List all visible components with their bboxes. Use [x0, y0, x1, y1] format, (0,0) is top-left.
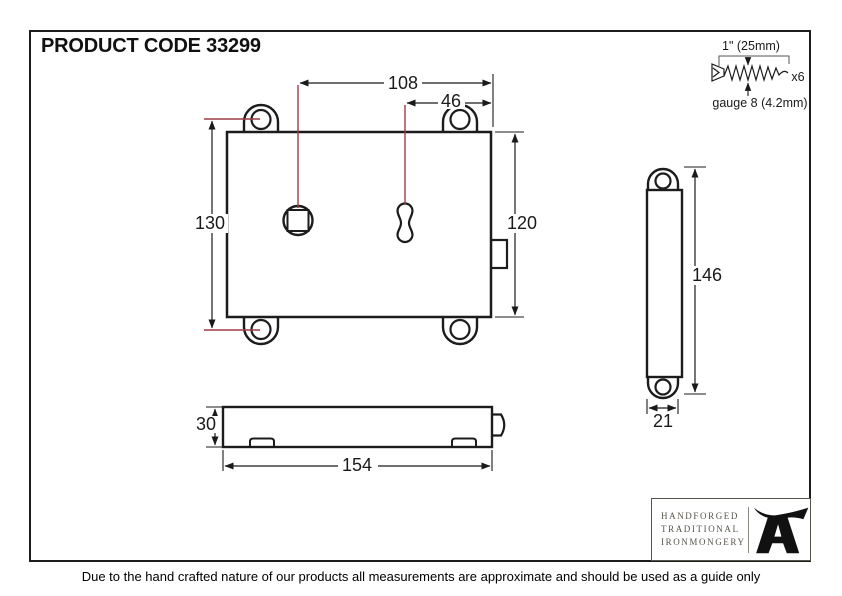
side-lug-hole-bottom: [654, 378, 672, 396]
brand-logo-text: HANDFORGED TRADITIONAL IRONMONGERY: [652, 511, 746, 548]
measurement-disclaimer: Due to the hand crafted nature of our pr…: [81, 569, 761, 584]
brand-line-2: TRADITIONAL: [661, 524, 740, 534]
bottom-view: [221, 405, 506, 449]
dim-label-46: 46: [441, 91, 461, 111]
screw-length-bracket: [718, 55, 790, 66]
front-dimension-labels: 108 46 130 120: [192, 73, 541, 233]
screw-quantity-label: x6: [791, 70, 804, 84]
screw-gauge-label: gauge 8 (4.2mm): [712, 96, 807, 110]
dim-label-120: 120: [507, 213, 537, 233]
product-code-title: PRODUCT CODE 33299: [41, 35, 261, 57]
lug-hole-top-right: [449, 108, 471, 131]
red-extension-lines: [204, 85, 406, 331]
brand-line-1: HANDFORGED: [661, 511, 740, 521]
bottom-tab-left: [249, 437, 275, 446]
keyhole: [396, 202, 414, 244]
anvil-logo-wrap: [752, 504, 810, 556]
dim-label-30: 30: [196, 414, 216, 434]
brand-logo-box: HANDFORGED TRADITIONAL IRONMONGERY: [651, 498, 811, 561]
side-dimension-labels: 146 21: [653, 265, 726, 431]
dim-label-154: 154: [342, 455, 372, 475]
latch-bottom: [492, 413, 506, 437]
dim-label-108: 108: [388, 73, 418, 93]
screw-threads: [723, 63, 789, 83]
screw-spec: 1" (25mm) x6 gauge 8 (4.2mm): [711, 39, 808, 110]
bottom-tab-right: [451, 437, 477, 446]
lug-hole-bottom-right: [449, 318, 471, 341]
screw-length-label: 1" (25mm): [722, 39, 780, 53]
dim-label-21: 21: [653, 411, 673, 431]
latch-front: [489, 238, 509, 270]
side-view: [645, 167, 684, 400]
anvil-a-icon: [753, 507, 809, 553]
brand-line-3: IRONMONGERY: [661, 537, 746, 547]
lock-case-front: [225, 130, 493, 319]
screw-head: [711, 63, 725, 82]
bottom-body: [221, 405, 494, 449]
bottom-dimension-labels: 30 154: [193, 414, 378, 475]
spindle-hole-square: [286, 209, 310, 232]
dim-label-130: 130: [195, 213, 225, 233]
side-body: [645, 188, 684, 379]
dim-label-146: 146: [692, 265, 722, 285]
side-lug-hole-top: [654, 172, 672, 190]
front-view: [225, 103, 509, 346]
